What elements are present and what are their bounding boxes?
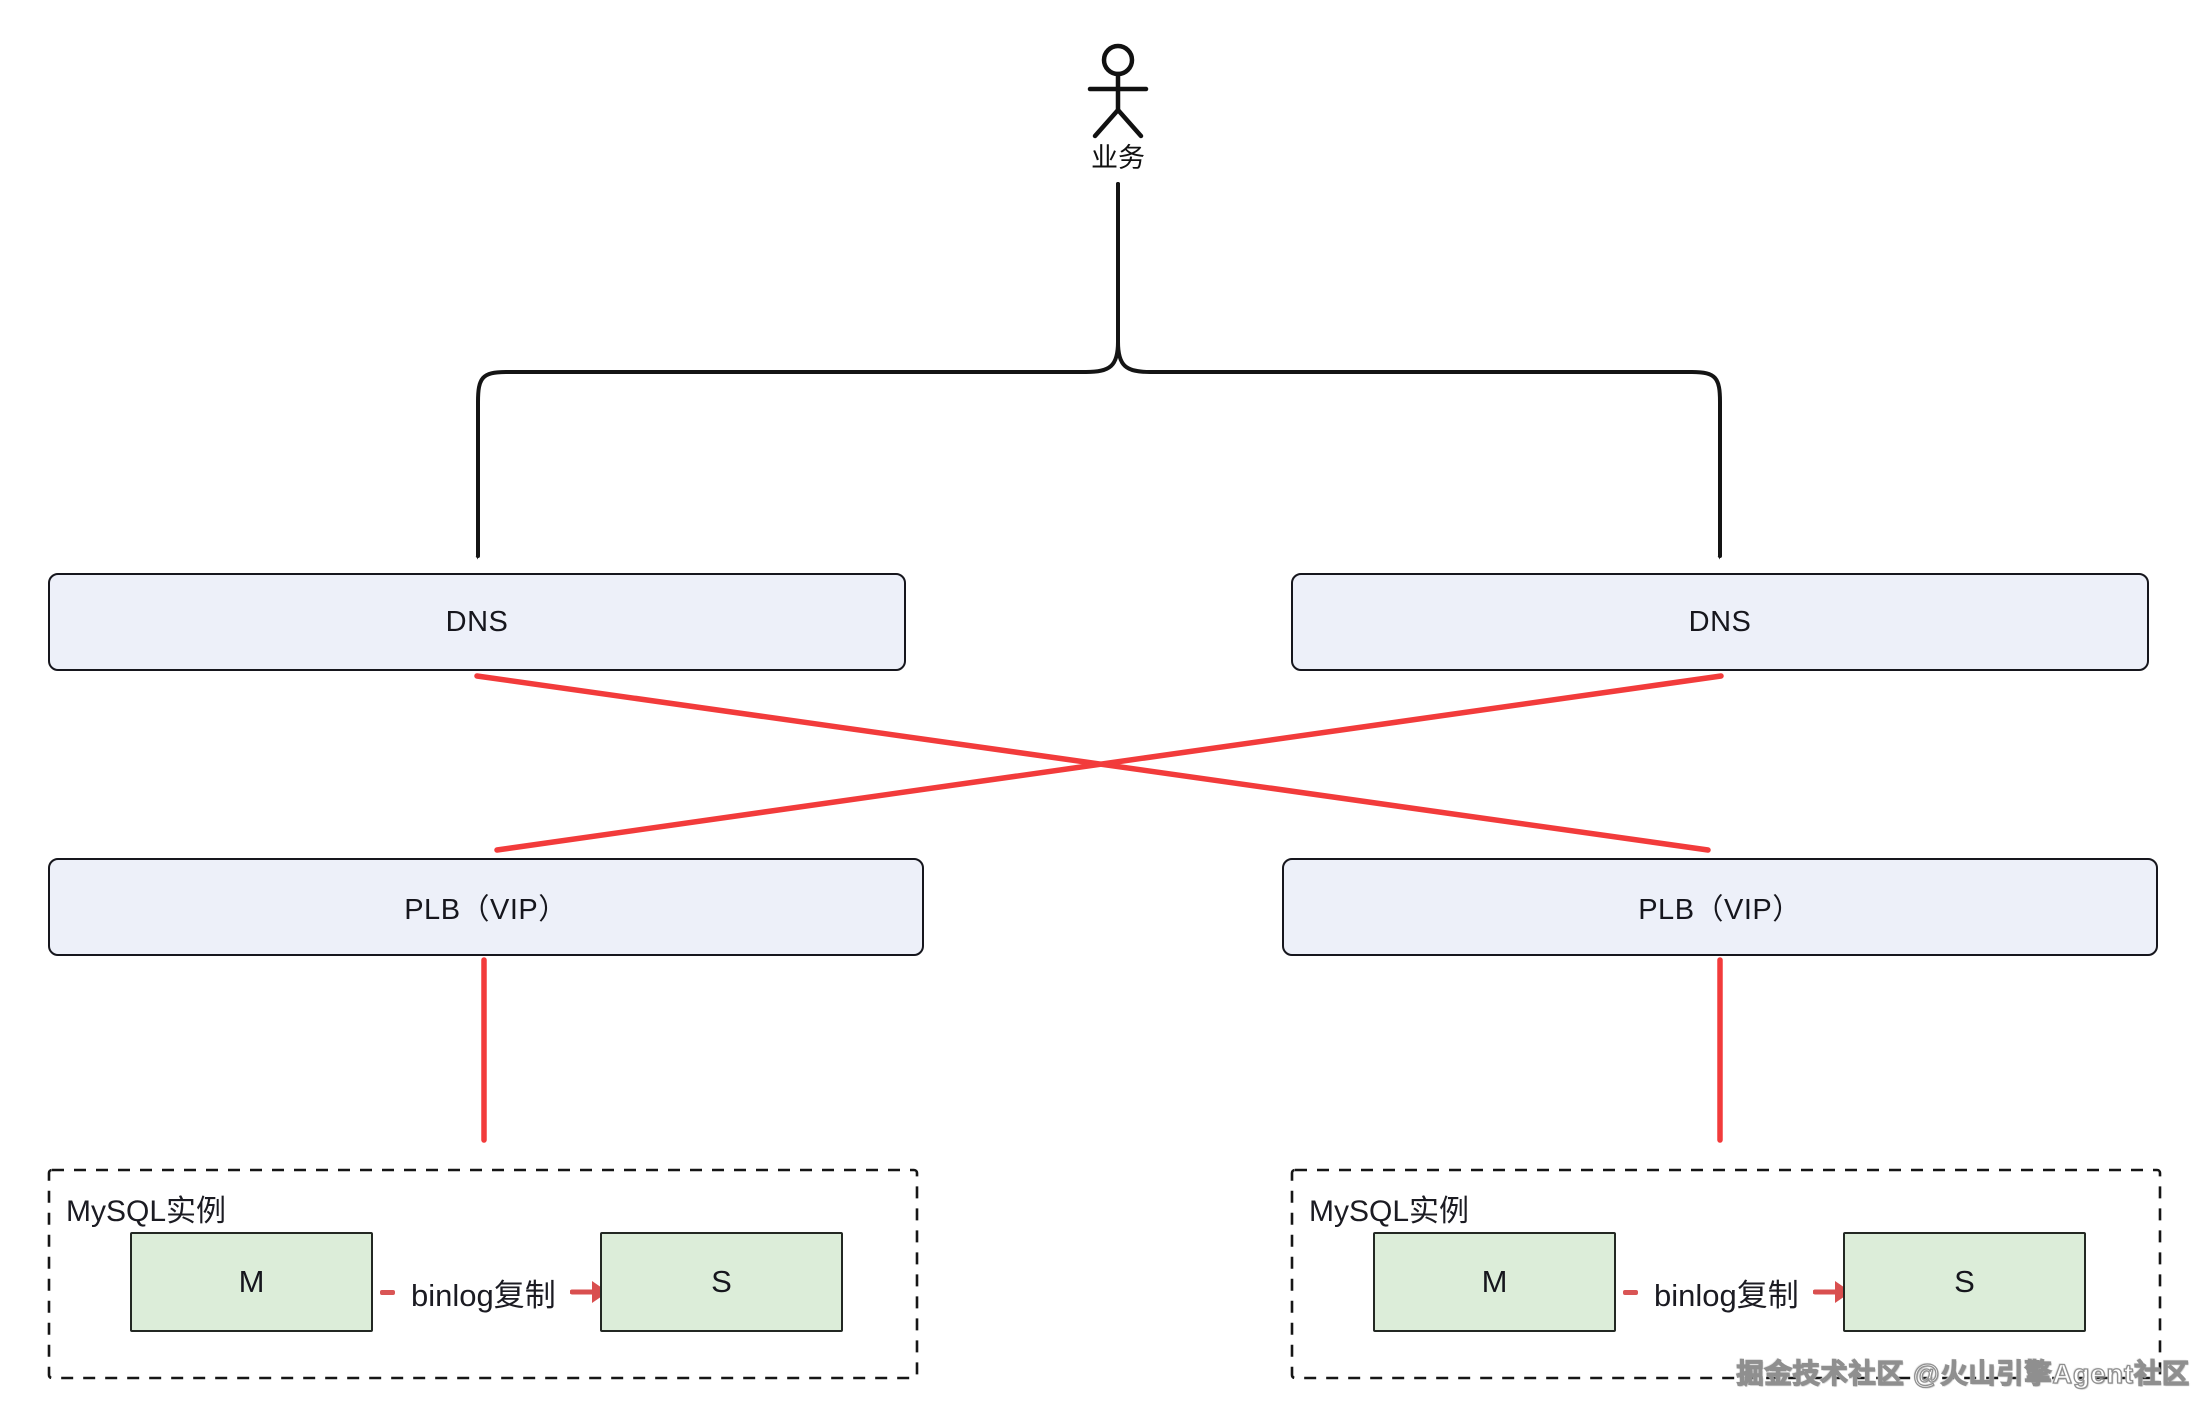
- watermark: 掘金技术社区 @火山引擎Agent社区: [1736, 1358, 2190, 1389]
- master-node-right-label: M: [1481, 1264, 1508, 1299]
- dns-node-right: DNS: [1291, 573, 2149, 671]
- replication-dash-left: [380, 1289, 395, 1295]
- master-node-left: M: [130, 1232, 373, 1332]
- replication-arrow-icon-right: [1812, 1281, 1851, 1303]
- arrow-business-to-dns-left: [478, 182, 1120, 556]
- plb-node-right: PLB（VIP）: [1282, 858, 2158, 956]
- plb-node-left: PLB（VIP）: [48, 858, 924, 956]
- replication-label-left: binlog复制: [411, 1277, 556, 1313]
- mysql-cluster-left-title: MySQL实例: [66, 1195, 227, 1228]
- replication-connector-right: binlog复制: [1623, 1262, 1853, 1322]
- dns-node-left-label: DNS: [445, 605, 509, 638]
- replication-label-right: binlog复制: [1654, 1277, 1799, 1313]
- arrow-dns-right-to-plb-left: [494, 673, 1724, 853]
- dns-node-right-label: DNS: [1688, 605, 1752, 638]
- replication-arrow-icon-left: [569, 1281, 608, 1303]
- actor-icon: [1087, 43, 1149, 139]
- actor-to-dns-connectors: [478, 182, 1722, 556]
- plb-to-mysql-arrows: [481, 957, 1723, 1143]
- arrow-business-to-dns-right: [1116, 182, 1722, 556]
- replication-connector-left: binlog复制: [380, 1262, 610, 1322]
- master-node-right: M: [1373, 1232, 1616, 1332]
- master-node-left-label: M: [238, 1264, 265, 1299]
- plb-node-right-label: PLB（VIP）: [1638, 894, 1802, 926]
- actor-label: 业务: [1091, 143, 1145, 173]
- mysql-cluster-right-title: MySQL实例: [1309, 1195, 1470, 1228]
- dns-node-left: DNS: [48, 573, 906, 671]
- slave-node-right-label: S: [1954, 1264, 1975, 1299]
- slave-node-right: S: [1843, 1232, 2086, 1332]
- slave-node-left-label: S: [711, 1264, 732, 1299]
- slave-node-left: S: [600, 1232, 843, 1332]
- replication-dash-right: [1623, 1289, 1638, 1295]
- plb-node-left-label: PLB（VIP）: [404, 894, 568, 926]
- dns-to-plb-arrows: [474, 673, 1724, 853]
